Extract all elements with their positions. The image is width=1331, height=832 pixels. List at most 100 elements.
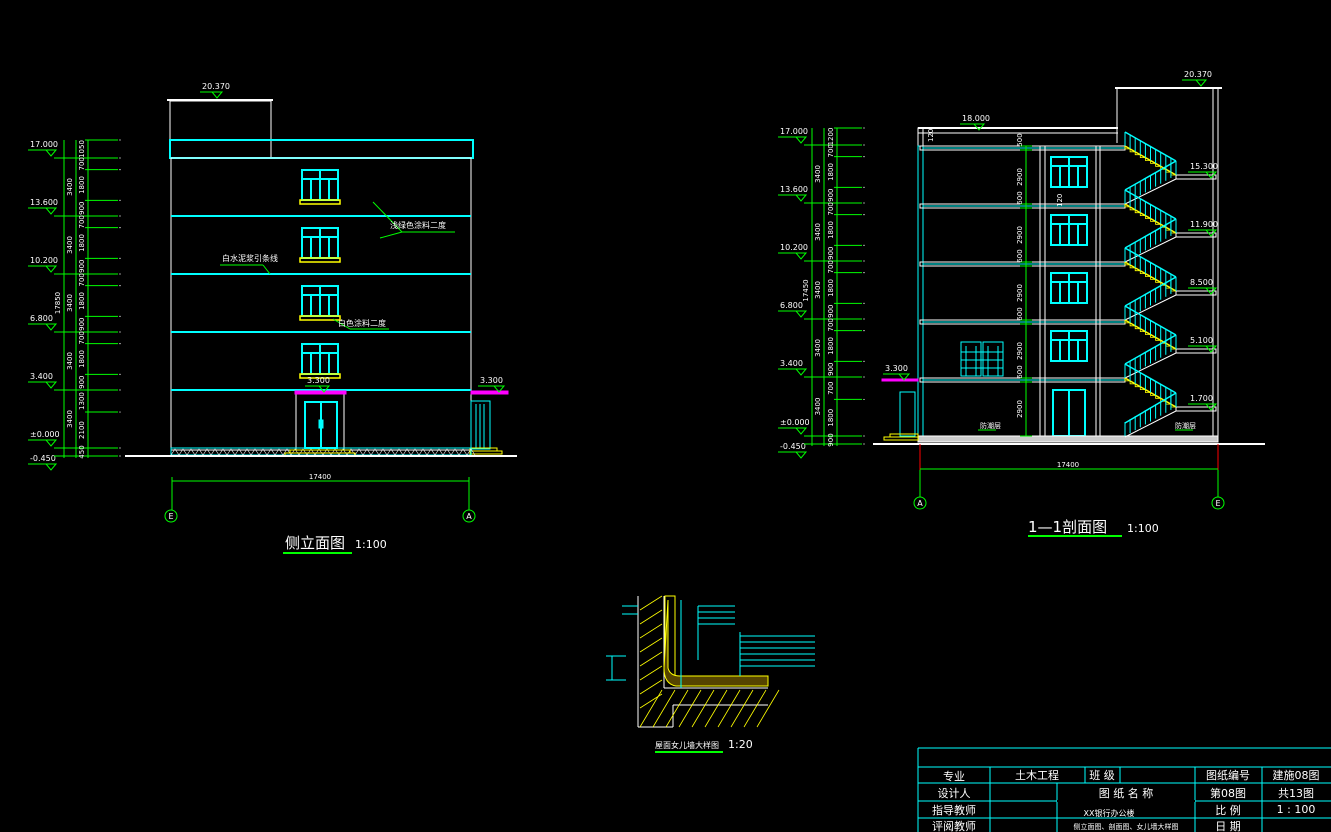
sec-sub-dim: 700 [827,318,835,331]
elev-level-mark-triangle-icon [44,149,58,157]
wall-hatch [639,609,663,625]
inner-dim-text: 600 [1016,249,1024,262]
sec-sub-dim: 700 [827,260,835,273]
concrete-hatch [743,689,767,728]
sec-grip-dot [863,260,865,262]
elev-grip-dot [119,139,121,141]
concrete-hatch [665,689,689,728]
elev-sub-dim: 1050 [78,140,86,158]
stair-landing [1175,406,1217,412]
sec-level-mark-text: 6.800 [780,301,803,310]
sec-sub-dim: 1200 [827,128,835,146]
sec-level-mark-text: 17.000 [780,127,808,136]
width-dim-text: 17400 [1057,461,1079,469]
elev-sub-dim: 2100 [78,421,86,439]
elev-floor-dim: 3400 [66,294,74,312]
tb-drawing-no-label: 图纸编号 [1206,768,1250,782]
axis-e-bubble [164,509,178,523]
tb-reviewer-label: 评阅教师 [932,820,976,832]
sec-grip-dot [863,144,865,146]
landing-level-mark-triangle-icon [1204,171,1218,179]
sec-grip-dot [863,214,865,216]
sec-level-mark-text: ±0.000 [780,418,810,427]
sec-level-mark-triangle-icon [794,310,808,318]
elev-grip-dot [119,447,121,449]
elev-sub-dim: 1300 [78,392,86,410]
elev-level-mark-text: -0.450 [30,454,56,463]
landing-level-mark-triangle-icon [1204,403,1218,411]
concrete-hatch [652,689,676,728]
tb-project-name: XX银行办公楼 [1084,808,1135,818]
detail-title: 屋面女儿墙大样图 [655,740,719,750]
sec-sub-dim: 900 [827,433,835,446]
elev-grip-dot [119,343,121,345]
porch-canopy [470,390,509,395]
elev-level-mark-text: 17.000 [30,140,58,149]
porch-level-mark-text: 3.300 [480,376,503,385]
wall-hatch [639,679,663,695]
sec-grip-dot [863,202,865,204]
note-leader [379,231,403,239]
section-top-level-mark-text: 20.370 [1184,70,1212,79]
landing-level-mark-text: 5.100 [1190,336,1213,345]
sec-grip-dot [863,318,865,320]
tb-date-label: 日 期 [1215,820,1241,832]
sec-level-mark-triangle-icon [794,427,808,435]
landing-level-mark-text: 11.900 [1190,220,1218,229]
sec-level-mark-triangle-icon [794,368,808,376]
waterproof-layer [663,599,769,687]
porch-column [470,400,491,450]
sec-sub-dim: 1800 [827,163,835,181]
elev-grip-dot [119,315,121,317]
elev-sub-dim: 1800 [78,350,86,368]
sec-sub-dim: 1800 [827,409,835,427]
inner-dim-text: 2900 [1016,400,1024,418]
elev-level-mark-triangle-icon [44,463,58,471]
elev-floor-dim: 3400 [66,236,74,254]
top-level-mark-triangle-icon [210,91,224,99]
sec-level-mark-text: 13.600 [780,185,808,194]
elev-grip-dot [119,215,121,217]
landing-level-mark-triangle-icon [1204,345,1218,353]
elev-level-mark-text: 3.400 [30,372,53,381]
sec-sub-dim: 1800 [827,279,835,297]
elev-level-mark-triangle-icon [44,265,58,273]
sec-grip-dot [863,186,865,188]
roof-level-mark-triangle-icon [972,123,986,131]
concrete-hatch [704,689,728,728]
detail-scale: 1:20 [728,738,753,751]
sec-floor-dim: 3400 [814,398,822,416]
side-elevation-scale: 1:100 [355,538,387,551]
inner-dim-text: 600 [1016,365,1024,378]
sec-sub-dim: 900 [827,304,835,317]
note-damp-proof: 防潮层 [1175,421,1196,430]
elev-sub-dim: 900 [78,201,86,214]
inner-dim-text: 2900 [1016,226,1024,244]
slab-thickness-mark: 120 [927,129,935,142]
sec-sub-dim: 900 [827,362,835,375]
elev-level-mark-text: 6.800 [30,314,53,323]
roof-level-mark-text: 18.000 [962,114,990,123]
landing-level-mark-triangle-icon [1204,287,1218,295]
sec-grip-dot [863,156,865,158]
note-leader [262,264,271,275]
stair-landing [1175,290,1217,296]
tb-drawing-name-label: 图 纸 名 称 [1099,786,1154,800]
sec-sub-dim: 700 [827,202,835,215]
landing-level-mark-triangle-icon [1204,229,1218,237]
tb-major-label: 专业 [943,769,965,783]
elev-grip-dot [119,227,121,229]
stair-flight-soffit [1124,352,1177,379]
double-window-leaf [960,341,982,377]
width-dim-text: 17400 [309,473,331,481]
concrete-hatch [717,689,741,728]
elev-grip-dot [119,157,121,159]
stair-flight-soffit [1124,178,1177,205]
stair-landing [1175,174,1217,180]
porch-step [469,450,503,455]
elev-level-mark-text: 10.200 [30,256,58,265]
tb-major: 土木工程 [1015,769,1059,782]
note-damp-proof: 防潮层 [980,421,1001,430]
